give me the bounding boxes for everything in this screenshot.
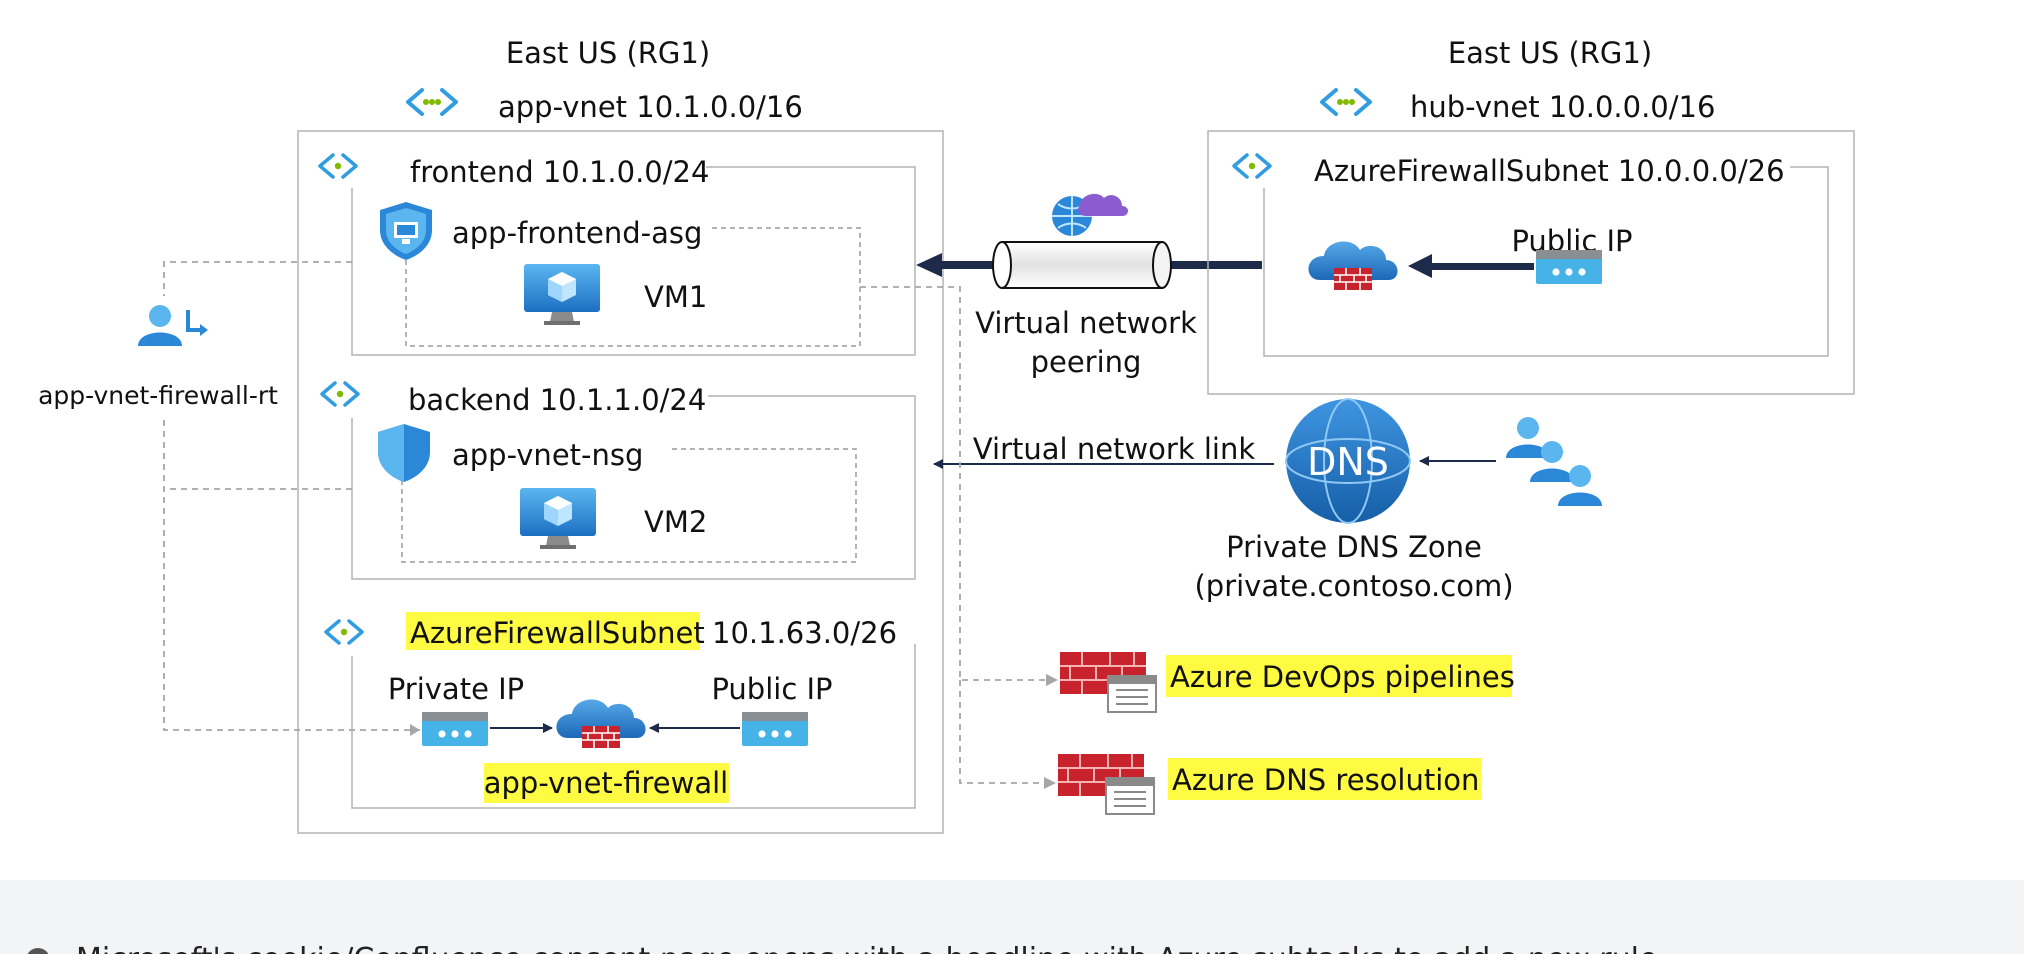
firewall-highlight (484, 763, 729, 803)
vnet-icon (406, 88, 458, 116)
dns-zone-line2: (private.contoso.com) (1194, 569, 1513, 603)
backend-subnet-box (351, 395, 916, 580)
rule-arrowhead (1046, 674, 1058, 686)
hub-public-ip-icon (1536, 250, 1602, 284)
backend-subnet-label: backend 10.1.1.0/24 (408, 383, 706, 417)
peering-arrow (916, 253, 1262, 277)
hub-vnet-label: hub-vnet 10.0.0.0/16 (1410, 90, 1715, 124)
fw-subnet-highlight (406, 612, 700, 650)
firewall-label: app-vnet-firewall (484, 766, 729, 800)
private-ip-label: Private IP (388, 672, 524, 706)
frontend-subnet-box (351, 166, 916, 356)
hub-header-mask (1226, 150, 1790, 188)
backend-nsg-label: app-vnet-nsg (452, 438, 643, 472)
vnet-icon (1320, 88, 1372, 116)
firewall-icon (555, 698, 647, 749)
frontend-subnet-label: frontend 10.1.0.0/24 (410, 155, 709, 189)
public-ip-icon (742, 712, 808, 746)
dns-resolution-label: Azure DNS resolution (1172, 763, 1479, 797)
vm1-label: VM1 (644, 280, 707, 314)
vm2-label: VM2 (644, 505, 707, 539)
vm2-icon (520, 488, 596, 549)
rule-arrowhead (1044, 777, 1056, 789)
peering-line1: Virtual network (975, 306, 1197, 340)
footer-bar: Microsoft's cookie/Confluence consent pa… (0, 880, 2024, 954)
app-vnet-box (297, 130, 944, 834)
devops-rule-icon (1059, 651, 1157, 713)
dns-resolution-highlight (1168, 758, 1481, 800)
hub-firewall-icon (1307, 240, 1399, 291)
route-table-icon (138, 305, 208, 346)
nsg-shield-icon (378, 424, 430, 482)
footer-text: Microsoft's cookie/Confluence consent pa… (76, 942, 1657, 954)
route-table-label: app-vnet-firewall-rt (38, 381, 278, 410)
app-vnet-label: app-vnet 10.1.0.0/16 (498, 90, 803, 124)
peering-tube (992, 241, 1172, 289)
vm1-icon (524, 264, 600, 325)
frontend-asg-label: app-frontend-asg (452, 216, 702, 250)
dns-icon (1285, 398, 1411, 524)
dns-rule-icon (1057, 753, 1155, 815)
hub-vnet-box (1207, 130, 1855, 395)
fw-subnet-cidr: 10.1.63.0/26 (712, 616, 897, 650)
right-region-label: East US (RG1) (1448, 36, 1652, 70)
dns-link-label: Virtual network link (973, 432, 1255, 466)
fw-subnet-name: AzureFirewallSubnet (410, 616, 705, 650)
dns-zone-line1: Private DNS Zone (1226, 530, 1482, 564)
hub-fw-subnet-label: AzureFirewallSubnet 10.0.0.0/26 (1314, 154, 1785, 188)
asg-shield-icon (380, 202, 432, 260)
route-arrowhead (410, 724, 420, 736)
devops-rule-label: Azure DevOps pipelines (1170, 660, 1515, 694)
backend-header-mask (318, 380, 708, 418)
peering-line2: peering (1031, 345, 1142, 379)
frontend-header-mask (318, 150, 706, 188)
rules-dashed-lines (860, 286, 1054, 784)
users-icon (1506, 417, 1602, 506)
left-region-label: East US (RG1) (506, 36, 710, 70)
dns-icon-text: DNS (1307, 440, 1389, 484)
private-ip-icon (422, 712, 488, 746)
public-ip-label: Public IP (711, 672, 832, 706)
hub-ip-arrow (1408, 254, 1534, 278)
peering-icon (1052, 193, 1128, 236)
route-dashed-lines (163, 261, 420, 731)
info-icon (26, 948, 50, 954)
devops-highlight (1166, 655, 1512, 697)
